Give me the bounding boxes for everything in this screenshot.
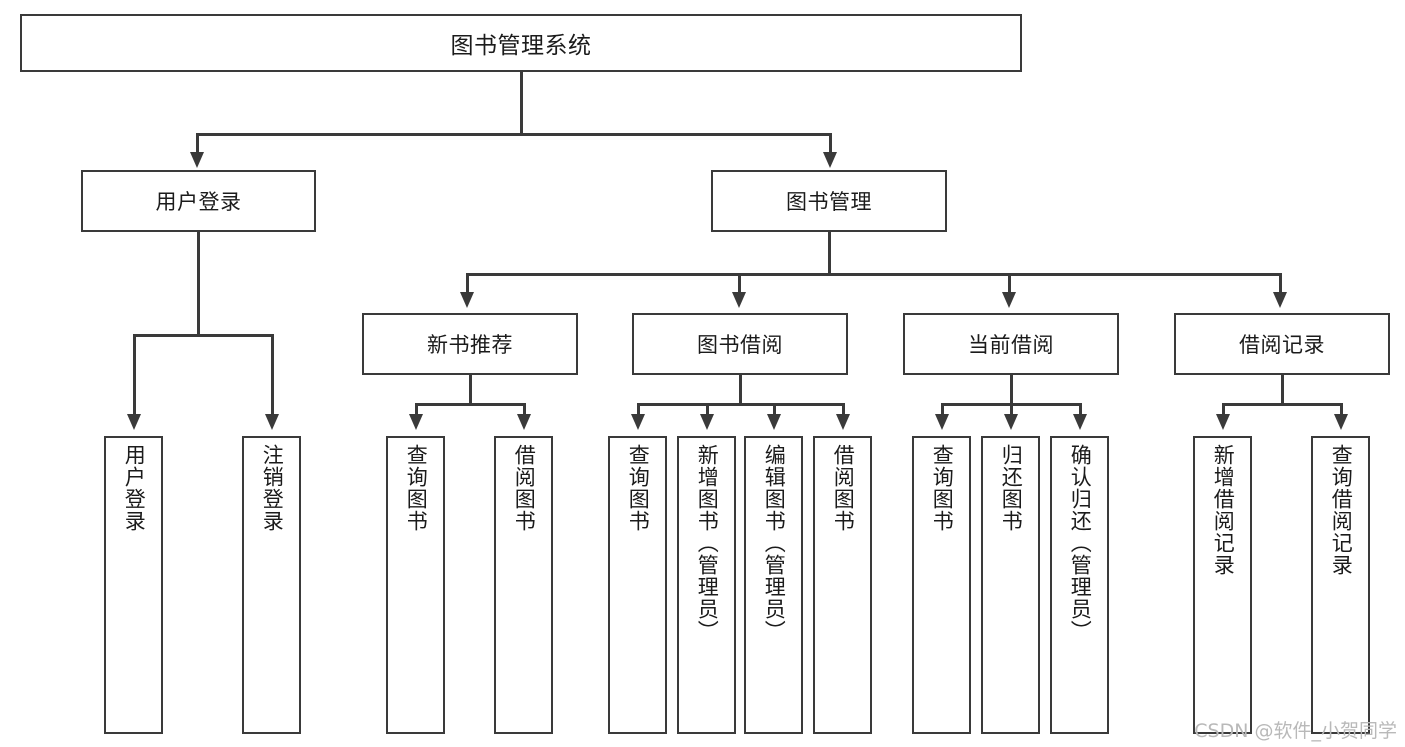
- connector-user-login-drop-1: [133, 334, 136, 416]
- node-leaf-add-book[interactable]: 新增图书（管理员）: [677, 436, 736, 734]
- connector-bb-drop-1: [637, 403, 640, 416]
- node-label: 查询借阅记录: [1329, 444, 1354, 576]
- node-label: 借阅图书: [512, 444, 537, 532]
- node-label: 查询图书: [626, 444, 651, 532]
- arrow-to-leaf-confirm-return: [1073, 414, 1087, 430]
- arrow-to-book-borrow: [732, 292, 746, 308]
- connector-bm-drop-new-book: [466, 273, 469, 295]
- connector-br-drop-2: [1340, 403, 1343, 416]
- arrow-to-leaf-logout-login: [265, 414, 279, 430]
- connector-root-to-user-login: [196, 133, 199, 155]
- arrow-to-leaf-query-book-1: [409, 414, 423, 430]
- arrow-to-leaf-user-login: [127, 414, 141, 430]
- arrow-to-borrow-record: [1273, 292, 1287, 308]
- node-label: 注销登录: [260, 444, 285, 532]
- node-label: 用户登录: [155, 190, 242, 214]
- connector-nbr-bar: [415, 403, 525, 406]
- connector-br-stem: [1281, 375, 1284, 405]
- connector-user-login-bar: [133, 334, 273, 337]
- node-book-management[interactable]: 图书管理: [711, 170, 947, 232]
- connector-bb-stem: [739, 375, 742, 405]
- node-label: 图书借阅: [697, 333, 783, 357]
- node-leaf-confirm-return[interactable]: 确认归还（管理员）: [1050, 436, 1109, 734]
- connector-bb-drop-3: [773, 403, 776, 416]
- node-label: 借阅图书: [831, 444, 856, 532]
- connector-user-login-drop-2: [271, 334, 274, 416]
- node-label: 图书管理系统: [450, 33, 592, 59]
- arrow-to-book-management: [823, 152, 837, 168]
- node-label: 借阅记录: [1239, 333, 1325, 357]
- node-leaf-borrow-book-1[interactable]: 借阅图书: [494, 436, 553, 734]
- node-root-system[interactable]: 图书管理系统: [20, 14, 1022, 72]
- node-label: 编辑图书（管理员）: [762, 444, 787, 642]
- node-label: 当前借阅: [968, 333, 1054, 357]
- connector-br-bar: [1222, 403, 1342, 406]
- connector-cb-stem: [1010, 375, 1013, 405]
- connector-root-to-book-management: [829, 133, 832, 155]
- connector-bb-bar: [637, 403, 845, 406]
- node-label: 查询图书: [404, 444, 429, 532]
- node-label: 图书管理: [786, 190, 872, 214]
- arrow-to-leaf-add-record: [1216, 414, 1230, 430]
- node-leaf-user-login[interactable]: 用户登录: [104, 436, 163, 734]
- node-label: 归还图书: [999, 444, 1024, 532]
- connector-nbr-stem: [469, 375, 472, 405]
- node-new-book-recommend[interactable]: 新书推荐: [362, 313, 578, 375]
- connector-root-stem: [520, 72, 523, 135]
- node-book-borrow[interactable]: 图书借阅: [632, 313, 848, 375]
- connector-user-login-stem: [197, 232, 200, 336]
- node-leaf-query-book-2[interactable]: 查询图书: [608, 436, 667, 734]
- connector-cb-drop-2: [1010, 403, 1013, 416]
- arrow-to-leaf-borrow-book-2: [836, 414, 850, 430]
- arrow-to-leaf-query-book-2: [631, 414, 645, 430]
- connector-nbr-drop-1: [415, 403, 418, 416]
- connector-nbr-drop-2: [523, 403, 526, 416]
- arrow-to-leaf-edit-book: [767, 414, 781, 430]
- node-label: 用户登录: [122, 444, 147, 532]
- node-leaf-edit-book[interactable]: 编辑图书（管理员）: [744, 436, 803, 734]
- arrow-to-leaf-add-book: [700, 414, 714, 430]
- connector-bm-drop-current-borrow: [1008, 273, 1011, 295]
- arrow-to-current-borrow: [1002, 292, 1016, 308]
- connector-bm-drop-borrow-record: [1279, 273, 1282, 295]
- node-label: 新增借阅记录: [1211, 444, 1236, 576]
- node-label: 确认归还（管理员）: [1068, 444, 1093, 642]
- connector-bb-drop-4: [842, 403, 845, 416]
- connector-br-drop-1: [1222, 403, 1225, 416]
- node-leaf-query-book-1[interactable]: 查询图书: [386, 436, 445, 734]
- node-leaf-borrow-book-2[interactable]: 借阅图书: [813, 436, 872, 734]
- connector-book-management-stem: [828, 232, 831, 275]
- arrow-to-leaf-query-record: [1334, 414, 1348, 430]
- node-leaf-logout-login[interactable]: 注销登录: [242, 436, 301, 734]
- node-user-login[interactable]: 用户登录: [81, 170, 316, 232]
- node-current-borrow[interactable]: 当前借阅: [903, 313, 1119, 375]
- connector-bm-drop-book-borrow: [738, 273, 741, 295]
- arrow-to-new-book-recommend: [460, 292, 474, 308]
- arrow-to-user-login: [190, 152, 204, 168]
- connector-cb-drop-1: [941, 403, 944, 416]
- node-leaf-query-book-3[interactable]: 查询图书: [912, 436, 971, 734]
- connector-bb-drop-2: [706, 403, 709, 416]
- node-label: 新增图书（管理员）: [695, 444, 720, 642]
- node-label: 新书推荐: [427, 333, 513, 357]
- arrow-to-leaf-query-book-3: [935, 414, 949, 430]
- node-leaf-add-record[interactable]: 新增借阅记录: [1193, 436, 1252, 734]
- arrow-to-leaf-return-book: [1004, 414, 1018, 430]
- node-label: 查询图书: [930, 444, 955, 532]
- csdn-watermark: CSDN @软件_小贺同学: [1194, 720, 1397, 742]
- connector-cb-drop-3: [1079, 403, 1082, 416]
- arrow-to-leaf-borrow-book-1: [517, 414, 531, 430]
- node-leaf-query-record[interactable]: 查询借阅记录: [1311, 436, 1370, 734]
- connector-book-management-bar: [466, 273, 1281, 276]
- node-borrow-record[interactable]: 借阅记录: [1174, 313, 1390, 375]
- connector-root-bar: [196, 133, 832, 136]
- node-leaf-return-book[interactable]: 归还图书: [981, 436, 1040, 734]
